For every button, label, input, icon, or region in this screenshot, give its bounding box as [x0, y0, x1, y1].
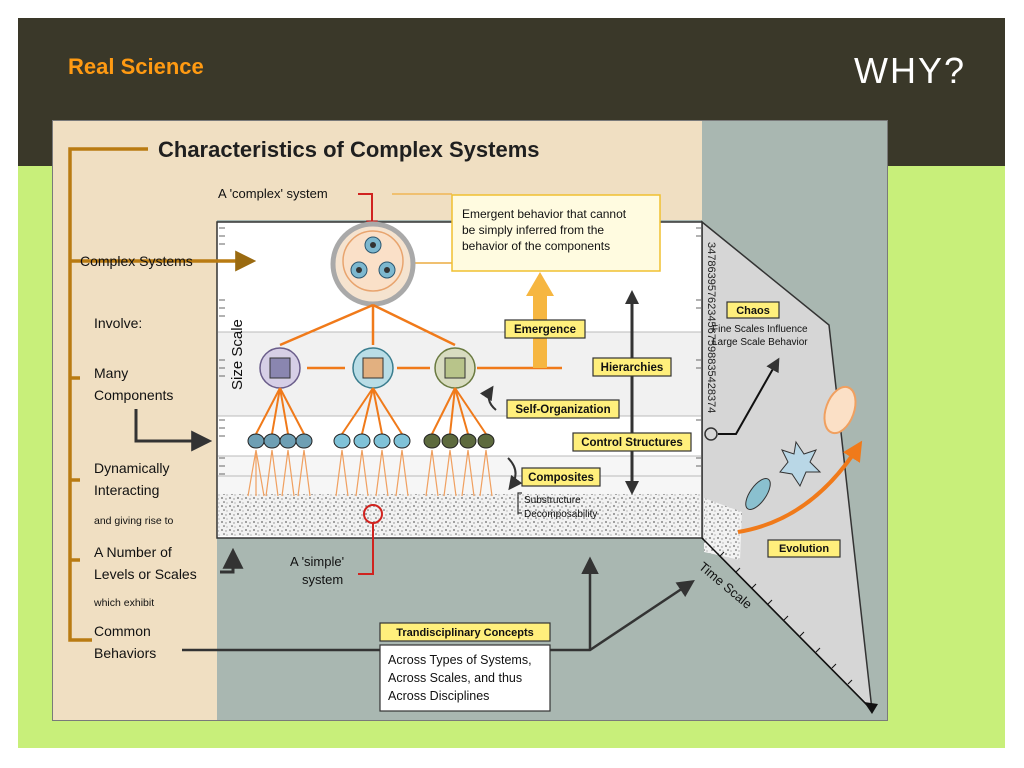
svg-text:Self-Organization: Self-Organization	[515, 404, 610, 416]
label-a-number-of: A Number of	[94, 544, 172, 560]
diagram-title: Characteristics of Complex Systems	[158, 137, 540, 162]
emergent-line-2: be simply inferred from the	[462, 223, 604, 237]
simple-system-line-1: A 'simple'	[290, 554, 344, 569]
label-interacting: Interacting	[94, 482, 159, 498]
number-strip: 3478639576234567598835428374	[705, 242, 717, 413]
emergence-label	[504, 319, 586, 339]
evolution-arrow	[737, 440, 863, 534]
label-behaviors: Behaviors	[94, 645, 156, 661]
emergent-box	[451, 194, 661, 272]
transdisciplinary-line-1: Across Types of Systems,	[388, 653, 532, 667]
label-common: Common	[94, 623, 151, 639]
label-components: Components	[94, 387, 173, 403]
components-arrow	[134, 409, 213, 452]
size-scale-label: Size Scale	[229, 319, 246, 390]
transdisciplinary-line-2: Across Scales, and thus	[388, 671, 522, 685]
mid-node-1	[259, 347, 301, 389]
svg-text:Composites: Composites	[528, 472, 594, 484]
composites-sub-1: Substructure	[524, 495, 581, 506]
left-bracket	[68, 147, 257, 642]
svg-text:Emergence: Emergence	[514, 324, 576, 336]
section-label: Real Science	[68, 54, 204, 79]
transdisciplinary-box	[379, 644, 551, 712]
label-which-exhibit: which exhibit	[93, 597, 154, 609]
svg-text:Evolution: Evolution	[779, 543, 829, 555]
gray-top-panel	[702, 120, 888, 220]
mid-node-3	[434, 347, 476, 389]
strip-marker	[704, 427, 718, 441]
label-dynamically: Dynamically	[94, 460, 169, 476]
evolution-shape-1	[745, 478, 771, 510]
label-complex-systems: Complex Systems	[80, 253, 193, 269]
self-organization-label	[506, 399, 620, 419]
chaos-sub-2: Large Scale Behavior	[712, 337, 808, 348]
chaos-sub-1: Fine Scales Influence	[712, 324, 808, 335]
mid-node-2	[352, 347, 394, 389]
evolution-shape-2	[779, 440, 822, 488]
svg-text:Chaos: Chaos	[736, 305, 770, 317]
complex-system-label: A 'complex' system	[218, 186, 328, 201]
label-involve: Involve:	[94, 315, 142, 331]
hierarchies-label	[592, 357, 672, 377]
complex-systems-diagram: 3478639576234567598835428374 Characteris…	[52, 120, 888, 721]
label-many: Many	[94, 365, 128, 381]
label-giving-rise: and giving rise to	[94, 515, 174, 527]
noise-band	[218, 494, 701, 536]
evolution-shape-3	[823, 385, 857, 435]
levels-arrow	[220, 547, 244, 574]
svg-text:Control Structures: Control Structures	[581, 437, 683, 449]
emergent-line-1: Emergent behavior that cannot	[462, 207, 627, 221]
composites-sub-2: Decomposability	[524, 509, 597, 520]
chaos-label	[726, 301, 780, 319]
label-levels-or-scales: Levels or Scales	[94, 566, 197, 582]
transdisciplinary-line-3: Across Disciplines	[388, 689, 489, 703]
emergent-line-3: behavior of the components	[462, 239, 610, 253]
simple-system-line-2: system	[302, 572, 343, 587]
slide-heading: WHY?	[853, 50, 966, 91]
svg-text:Hierarchies: Hierarchies	[601, 362, 664, 374]
control-structures-label	[572, 432, 692, 452]
svg-text:Trandisciplinary Concepts: Trandisciplinary Concepts	[396, 627, 534, 639]
evolution-label	[767, 539, 841, 558]
composites-label	[521, 467, 601, 487]
transdisciplinary-label	[379, 622, 551, 642]
